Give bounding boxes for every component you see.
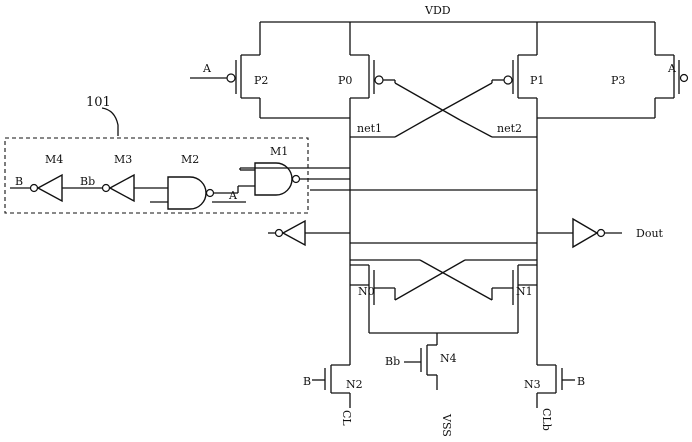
n4-gate-label: Bb	[385, 355, 400, 368]
m4-inverter	[29, 173, 63, 203]
m1-label: M1	[270, 145, 288, 158]
n3-gate-label: B	[577, 375, 585, 388]
p2-label: P2	[254, 74, 268, 87]
block-101-label: 101	[86, 95, 111, 110]
p0-label: P0	[338, 74, 352, 87]
nmos-source-node	[368, 318, 519, 345]
m3-label: M3	[114, 153, 132, 166]
p3-label: P3	[611, 74, 625, 87]
n4-label: N4	[440, 352, 457, 365]
block-101-leader	[101, 107, 119, 136]
cl-label: CL	[340, 410, 353, 426]
m2-nand-gate	[167, 176, 215, 210]
n0-transistor	[350, 264, 396, 318]
m2-input-a-label: A	[228, 189, 238, 202]
nmos-cross-coupling	[350, 242, 537, 301]
n2-gate-label: B	[303, 375, 311, 388]
n2-transistor	[312, 350, 351, 408]
vdd-label: VDD	[424, 4, 451, 17]
pmos-cross-coupling	[350, 82, 537, 138]
dout-inverter	[537, 217, 622, 249]
m3-inverter	[101, 173, 135, 203]
vdd-rail	[259, 21, 656, 55]
vss-label: VSS	[440, 413, 453, 437]
n3-transistor	[536, 350, 575, 408]
dout-label: Dout	[636, 227, 664, 240]
b-input-label: B	[15, 175, 23, 188]
n0-label: N0	[358, 285, 375, 298]
n4-transistor	[404, 344, 438, 390]
p1-label: P1	[530, 74, 544, 87]
p3-gate-label: A	[667, 62, 677, 75]
p2-transistor	[190, 54, 260, 99]
bb-node-label: Bb	[80, 175, 95, 188]
left-output-inverter	[268, 219, 350, 247]
net1-label: net1	[357, 122, 382, 135]
m2-label: M2	[181, 153, 199, 166]
p2-gate-label: A	[202, 62, 212, 75]
p1-transistor	[491, 54, 537, 99]
clb-label: CLb	[540, 408, 553, 431]
net2-label: net2	[497, 122, 522, 135]
n1-transistor	[491, 264, 537, 318]
pmos-drain-wires	[259, 98, 656, 350]
p0-transistor	[350, 54, 396, 99]
n3-label: N3	[524, 378, 541, 391]
m1-nand-gate	[254, 162, 301, 196]
m4-label: M4	[45, 153, 63, 166]
n2-label: N2	[346, 378, 363, 391]
n1-label: N1	[516, 285, 533, 298]
p3-transistor	[655, 54, 689, 99]
